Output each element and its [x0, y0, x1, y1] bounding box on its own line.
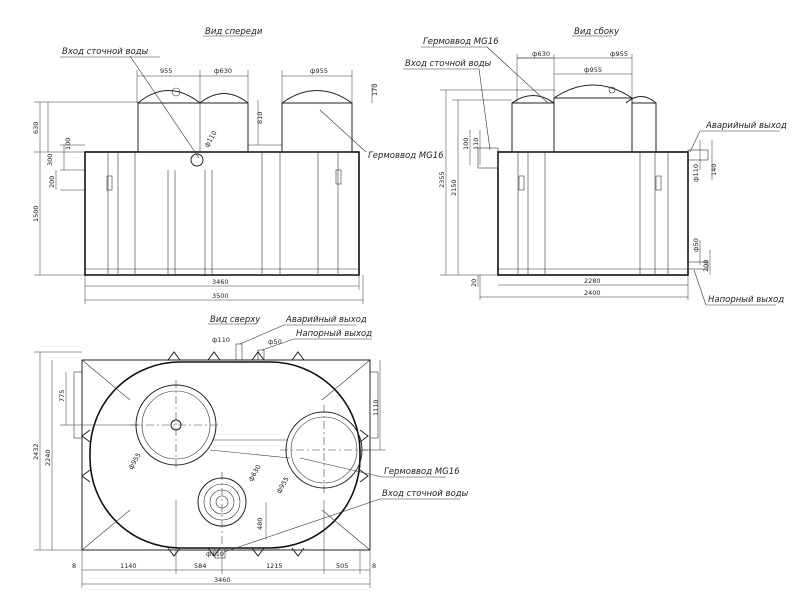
top-dim-d955-right: ф955 [275, 475, 291, 495]
side-dim-2150: 2150 [450, 179, 458, 196]
front-dim-170: 170 [371, 84, 379, 96]
top-dim-1140: 1140 [120, 562, 137, 570]
top-dim-d110: ф110 [212, 336, 230, 344]
front-dim-d955: ф955 [310, 67, 328, 75]
front-dim-630: 630 [32, 122, 40, 134]
side-emergency-outlet [687, 149, 709, 161]
top-dim-584: 584 [194, 562, 206, 570]
front-right-neck [281, 102, 353, 153]
side-dim-140: 140 [710, 164, 718, 176]
top-dim-2432: 2432 [32, 443, 40, 460]
top-pressure-label: Напорный выход [296, 329, 372, 339]
top-dim-d630: ф630 [247, 463, 263, 483]
front-dim-1500: 1500 [32, 205, 40, 222]
front-view: Вид спереди [32, 27, 444, 304]
top-dim-d110-bottom: ф110 [206, 550, 224, 558]
top-dim-480: 480 [256, 518, 264, 530]
side-inlet-label: Вход сточной воды [405, 59, 492, 69]
front-dim-955: 955 [160, 67, 172, 75]
side-dim-110: 110 [472, 138, 480, 150]
side-gland-label: Гермоввод MG16 [423, 37, 499, 47]
side-view: Вид сбоку [403, 27, 787, 306]
front-dim-d110: ф110 [203, 129, 219, 149]
top-dim-8-right: 8 [372, 562, 376, 570]
side-dim-d630: ф630 [532, 50, 550, 58]
side-pressure-label: Напорный выход [708, 295, 784, 305]
front-gland-label: Гермоввод MG16 [368, 151, 444, 161]
side-dim-d50: ф50 [692, 238, 700, 252]
top-emergency-outlet [235, 343, 243, 361]
side-dim-2400: 2400 [584, 289, 601, 297]
top-dim-d955-left: ф955 [127, 451, 143, 471]
front-dim-100: 100 [64, 138, 72, 150]
front-dim-810: 810 [256, 112, 264, 124]
top-neck-small [197, 477, 247, 527]
top-dim-505: 505 [336, 562, 348, 570]
front-dim-200: 200 [48, 176, 56, 188]
top-dim-8-left: 8 [72, 562, 76, 570]
side-view-title: Вид сбоку [574, 27, 620, 37]
top-dim-775: 775 [58, 390, 66, 402]
front-dim-300: 300 [46, 154, 54, 166]
top-dim-3460: 3460 [214, 576, 231, 584]
top-pressure-outlet [257, 349, 265, 361]
top-dim-2240: 2240 [44, 449, 52, 466]
side-emergency-label: Аварийный выход [705, 121, 787, 131]
side-dim-200: 200 [702, 260, 710, 272]
top-dim-1215: 1215 [266, 562, 283, 570]
top-emergency-label: Аварийный выход [285, 315, 367, 325]
side-tank-body [497, 151, 689, 276]
front-dim-d630: ф630 [214, 67, 232, 75]
front-dim-3460: 3460 [212, 278, 229, 286]
front-view-title: Вид спереди [205, 27, 263, 37]
side-inlet-pipe [477, 147, 499, 169]
side-dim-d110: ф110 [692, 164, 700, 182]
front-inlet-pipe [190, 153, 204, 167]
top-view-title: Вид сверху [210, 315, 261, 325]
side-pressure-outlet [687, 261, 709, 270]
top-dim-d50: ф50 [268, 338, 282, 346]
top-dim-1110: 1110 [372, 399, 380, 416]
front-inlet-label: Вход сточной воды [62, 47, 149, 57]
top-outer-frame [81, 359, 371, 551]
front-left-neck [137, 102, 249, 153]
top-tank-outline [89, 361, 361, 549]
side-dim-20: 20 [470, 279, 478, 287]
side-dim-2280: 2280 [584, 277, 601, 285]
side-dim-2355: 2355 [438, 171, 446, 188]
top-view: Вид сверху [32, 315, 469, 588]
side-dim-100: 100 [462, 138, 470, 150]
side-dim-d955-a: ф955 [610, 50, 628, 58]
side-dim-d955-b: ф955 [584, 66, 602, 74]
front-dim-3500: 3500 [212, 292, 229, 300]
top-gland-label: Гермоввод MG16 [384, 467, 460, 477]
top-inlet-label: Вход сточной воды [382, 489, 469, 499]
